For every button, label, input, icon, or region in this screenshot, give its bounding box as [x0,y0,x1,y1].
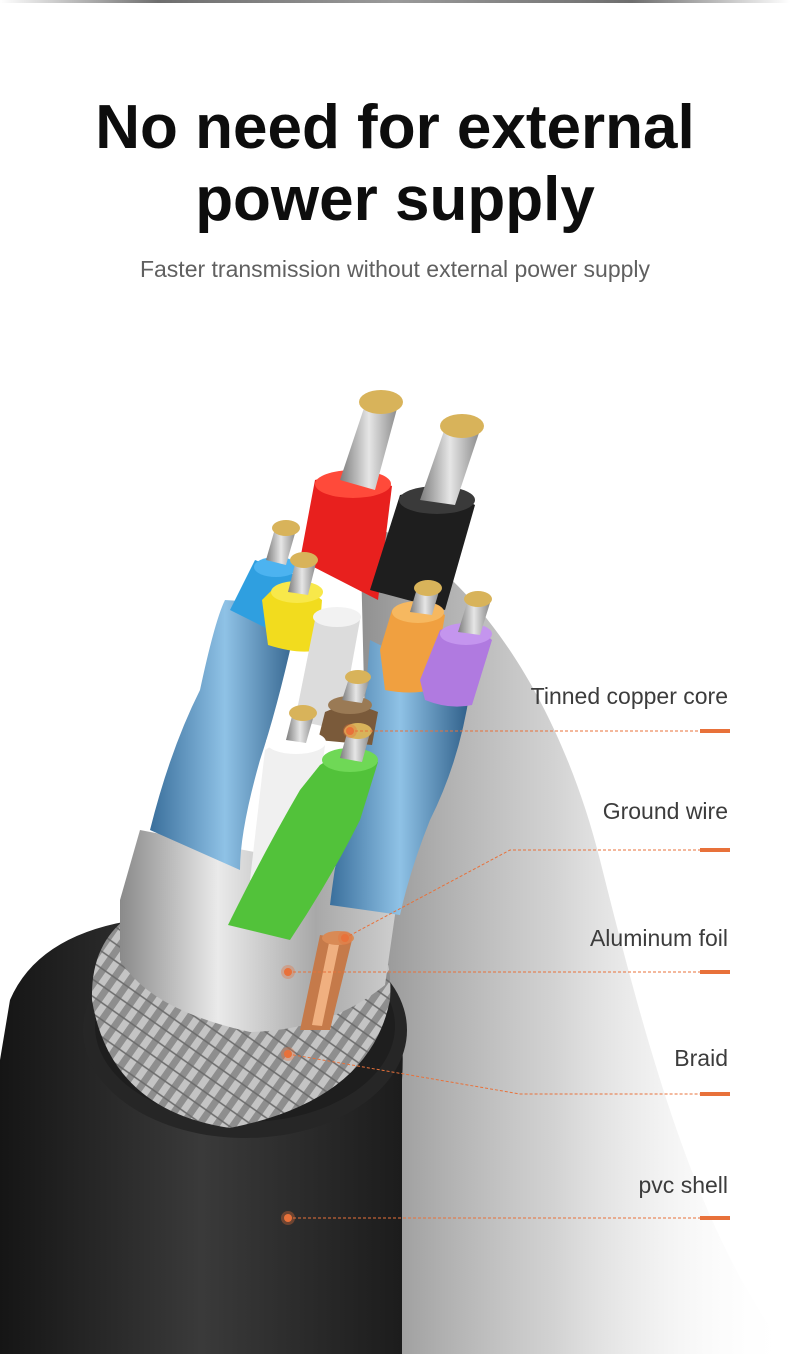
callout-label-tinned-copper-core: Tinned copper core [530,683,728,709]
callout-label-aluminum-foil: Aluminum foil [589,925,728,951]
callout-lines [281,724,730,1225]
page-subtitle: Faster transmission without external pow… [139,256,651,282]
callout-line-tinned-copper-core [343,724,730,738]
title-line-1: No need for external [95,93,695,162]
page-title: No need for external power supply [0,92,790,236]
title-line-2: power supply [195,165,595,234]
callout-line-aluminum-foil [281,965,730,979]
callout-line-pvc-shell [281,1211,730,1225]
power-wires [300,390,484,610]
callout-line-braid [281,1047,730,1096]
top-divider [0,0,790,3]
callout-label-braid: Braid [674,1045,728,1071]
callout-label-ground-wire: Ground wire [602,798,728,824]
data-wires [228,520,492,940]
callout-label-pvc-shell: pvc shell [638,1172,728,1198]
callout-line-ground-wire [338,848,730,945]
